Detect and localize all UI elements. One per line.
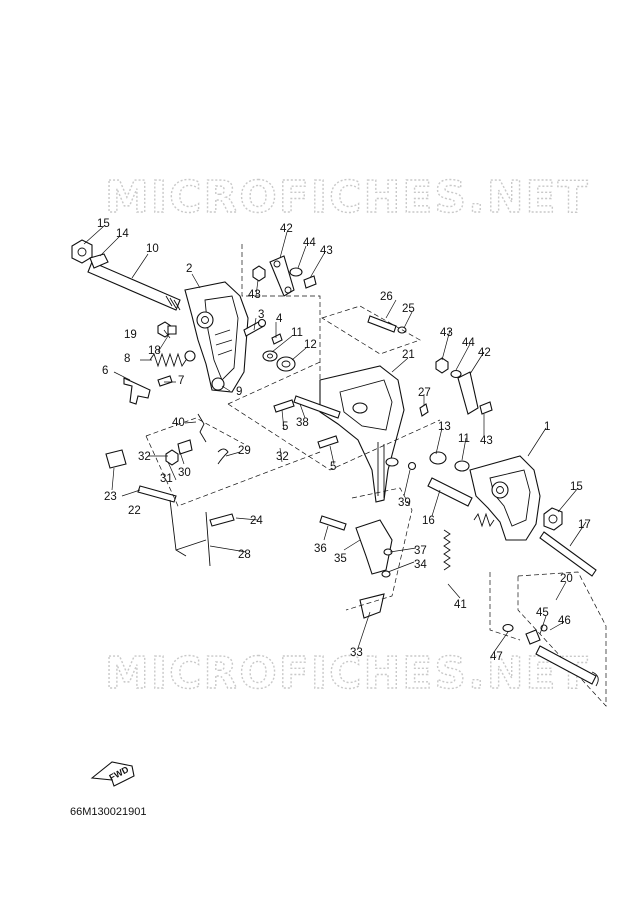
callout-11b: 11 <box>458 433 470 445</box>
callout-44: 44 <box>303 237 316 249</box>
callout-27: 27 <box>418 387 431 399</box>
callout-37: 37 <box>414 545 427 557</box>
callout-46: 46 <box>558 615 571 627</box>
callout-30: 30 <box>178 467 191 479</box>
fwd-arrow-icon: FWD <box>90 761 135 787</box>
callout-44b: 44 <box>462 337 475 349</box>
callout-29: 29 <box>238 445 251 457</box>
callout-34: 34 <box>414 559 427 571</box>
callout-8: 8 <box>124 353 130 365</box>
callout-5b: 5 <box>330 461 336 473</box>
callout-32: 32 <box>138 451 151 463</box>
callout-18: 18 <box>148 345 161 357</box>
callout-45: 45 <box>536 607 549 619</box>
callout-47: 47 <box>490 651 503 663</box>
callout-42: 42 <box>280 223 293 235</box>
callout-17: 17 <box>578 519 591 531</box>
lower-center-parts <box>319 487 451 619</box>
drawing-code: 66M130021901 <box>70 806 146 818</box>
callout-43c: 43 <box>440 327 453 339</box>
callout-4: 4 <box>276 313 283 325</box>
callout-28: 28 <box>238 549 251 561</box>
callout-24: 24 <box>250 515 263 527</box>
callout-42b: 42 <box>478 347 491 359</box>
callout-14: 14 <box>116 228 129 240</box>
callout-3: 3 <box>258 309 264 321</box>
callout-5: 5 <box>282 421 288 433</box>
center-small-parts <box>262 333 296 372</box>
callout-13: 13 <box>438 421 451 433</box>
callout-26: 26 <box>380 291 393 303</box>
callout-40: 40 <box>172 417 185 429</box>
lower-right-parts <box>489 571 607 707</box>
upper-link-parts <box>241 244 321 400</box>
left-small-parts <box>105 413 321 567</box>
callout-12: 12 <box>304 339 317 351</box>
callout-9: 9 <box>236 386 242 398</box>
callout-43b: 43 <box>248 289 261 301</box>
callout-1: 1 <box>544 421 550 433</box>
callout-22: 22 <box>128 505 141 517</box>
left-clamp-bracket <box>71 239 267 405</box>
callout-6: 6 <box>102 365 108 377</box>
callout-43d: 43 <box>480 435 493 447</box>
callout-31: 31 <box>160 473 173 485</box>
callout-16: 16 <box>422 515 435 527</box>
callout-2: 2 <box>186 263 192 275</box>
callout-20: 20 <box>560 573 573 585</box>
callout-23: 23 <box>104 491 117 503</box>
callout-35: 35 <box>334 553 347 565</box>
callout-41: 41 <box>454 599 467 611</box>
callout-36: 36 <box>314 543 327 555</box>
callout-25: 25 <box>402 303 415 315</box>
callout-labels: 15 14 10 2 42 44 43 43 3 4 11 12 19 18 8… <box>97 218 591 663</box>
callout-43: 43 <box>320 245 333 257</box>
swivel-bracket <box>227 305 447 503</box>
callout-15b: 15 <box>570 481 583 493</box>
right-clamp-bracket <box>427 357 597 577</box>
callout-10: 10 <box>146 243 159 255</box>
watermark-bottom: MICROFICHES.NET <box>105 648 590 699</box>
callout-7: 7 <box>178 375 184 387</box>
callout-15: 15 <box>97 218 110 230</box>
watermark-top: MICROFICHES.NET <box>105 172 590 223</box>
callout-32b: 32 <box>276 451 289 463</box>
callout-19: 19 <box>124 329 137 341</box>
callout-38: 38 <box>296 417 309 429</box>
leader-lines <box>83 225 587 653</box>
callout-33: 33 <box>350 647 363 659</box>
callout-39: 39 <box>398 497 411 509</box>
callout-11: 11 <box>291 327 303 339</box>
callout-21: 21 <box>402 349 415 361</box>
